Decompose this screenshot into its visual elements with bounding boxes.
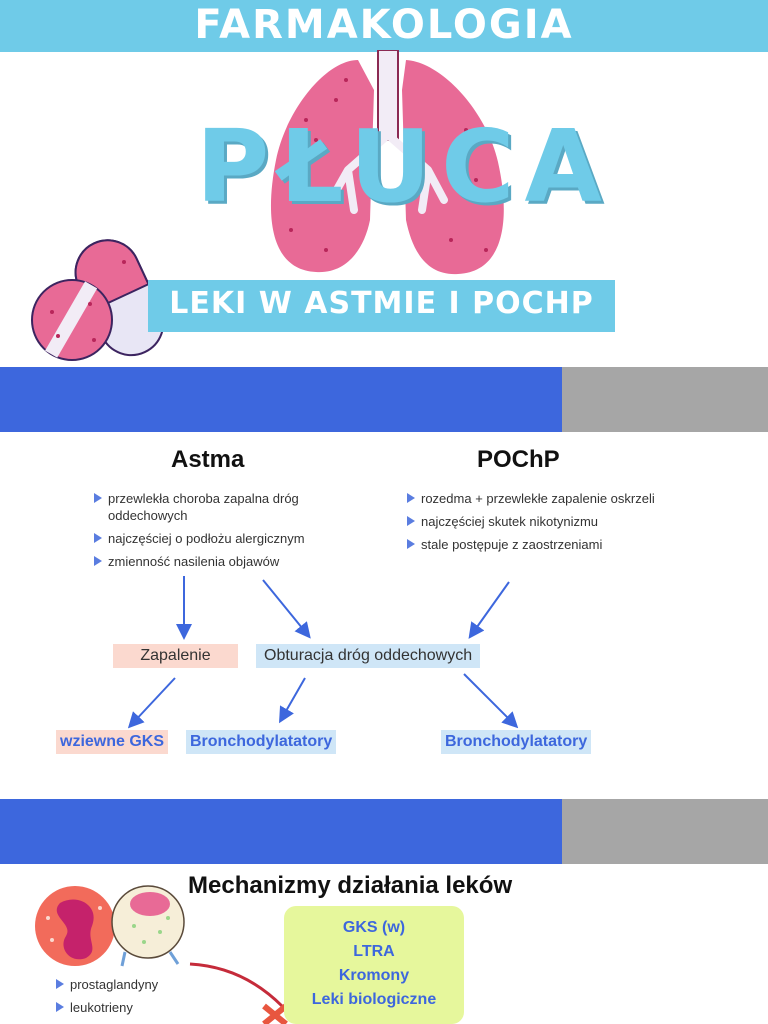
bullet-triangle-icon (94, 493, 102, 503)
arrow-icon (463, 673, 519, 729)
asthma-heading: Astma (171, 446, 245, 473)
asthma-list: przewlekła choroba zapalna dróg oddechow… (94, 490, 344, 576)
top-banner (0, 0, 768, 52)
list-item: rozedma + przewlekłe zapalenie oskrzeli (407, 490, 657, 507)
section-bar-2 (0, 799, 562, 864)
banner-title: FARMAKOLOGIA (194, 2, 574, 48)
bronchodilators-box-1: Bronchodylatatory (186, 730, 337, 754)
drug-item: Kromony (338, 967, 410, 984)
drug-item: Leki biologiczne (311, 991, 437, 1008)
copd-list: rozedma + przewlekłe zapalenie oskrzeli … (407, 490, 657, 559)
inflammation-box: Zapalenie (113, 644, 238, 668)
drug-list: GKS (w) LTRA Kromony Leki biologiczne (284, 916, 464, 1012)
list-item: stale postępuje z zaostrzeniami (407, 536, 657, 553)
list-item: najczęściej o podłożu alergicznym (94, 530, 344, 547)
drug-box (284, 906, 464, 1024)
list-item: przewlekła choroba zapalna dróg oddechow… (94, 490, 344, 524)
main-title: PŁUCA (196, 108, 612, 225)
mechanisms-title: Mechanizmy działania leków (188, 872, 513, 899)
bullet-triangle-icon (407, 516, 415, 526)
section-bar-2-gray (562, 799, 768, 864)
pills-icon (31, 239, 164, 361)
bullet-triangle-icon (56, 1002, 64, 1012)
mediator-list: prostaglandyny leukotrieny (56, 976, 158, 1022)
arrow-icon (127, 677, 176, 729)
section-bar-1 (0, 367, 562, 432)
bullet-triangle-icon (94, 556, 102, 566)
bullet-triangle-icon (407, 493, 415, 503)
section-bar-1-gray (562, 367, 768, 432)
subtitle-text: LEKI W ASTMIE I POCHP (169, 286, 594, 321)
bullet-triangle-icon (407, 539, 415, 549)
bronchodilators-box-2: Bronchodylatatory (441, 730, 592, 754)
bullet-triangle-icon (94, 533, 102, 543)
drug-item: LTRA (353, 943, 395, 960)
obstruction-box: Obturacja dróg oddechowych (256, 644, 481, 668)
copd-heading: POChP (477, 446, 560, 473)
immune-cells-icon (35, 885, 185, 967)
subtitle-banner: LEKI W ASTMIE I POCHP (148, 280, 615, 332)
arrow-icon (279, 677, 306, 724)
list-item: zmienność nasilenia objawów (94, 553, 344, 570)
drug-item: GKS (w) (342, 919, 406, 936)
gks-box: wziewne GKS (56, 730, 169, 754)
list-item: leukotrieny (56, 999, 158, 1016)
flow-arrows (127, 576, 519, 729)
list-item: prostaglandyny (56, 976, 158, 993)
list-item: najczęściej skutek nikotynizmu (407, 513, 657, 530)
arrow-icon (468, 581, 510, 639)
inhibition-arrow-icon (189, 962, 288, 1024)
arrow-icon (262, 579, 311, 639)
bullet-triangle-icon (56, 979, 64, 989)
lungs-icon (270, 50, 504, 275)
